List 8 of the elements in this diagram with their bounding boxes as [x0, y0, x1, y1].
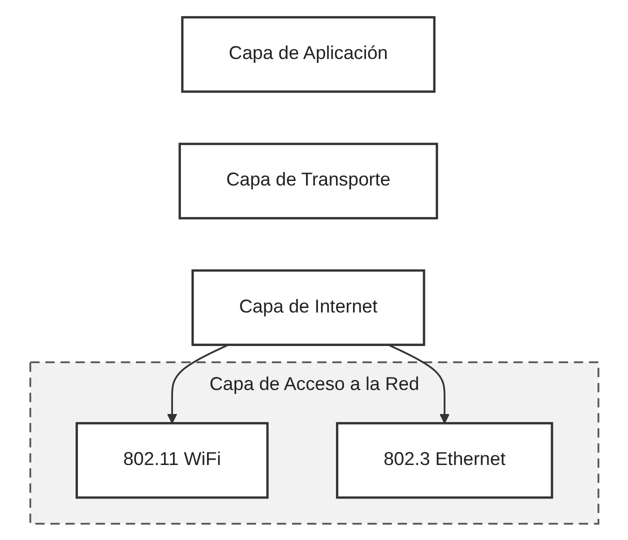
layer-box: 802.3 Ethernet — [336, 422, 553, 498]
arrow — [388, 344, 450, 424]
layer-box: Capa de Transporte — [178, 142, 438, 219]
group-title: Capa de Acceso a la Red — [209, 374, 419, 394]
layer-box: Capa de Aplicación — [180, 16, 436, 92]
layer-box: Capa de Internet — [191, 268, 425, 346]
arrow — [166, 344, 228, 424]
layer-box: 802.11 WiFi — [75, 422, 268, 498]
